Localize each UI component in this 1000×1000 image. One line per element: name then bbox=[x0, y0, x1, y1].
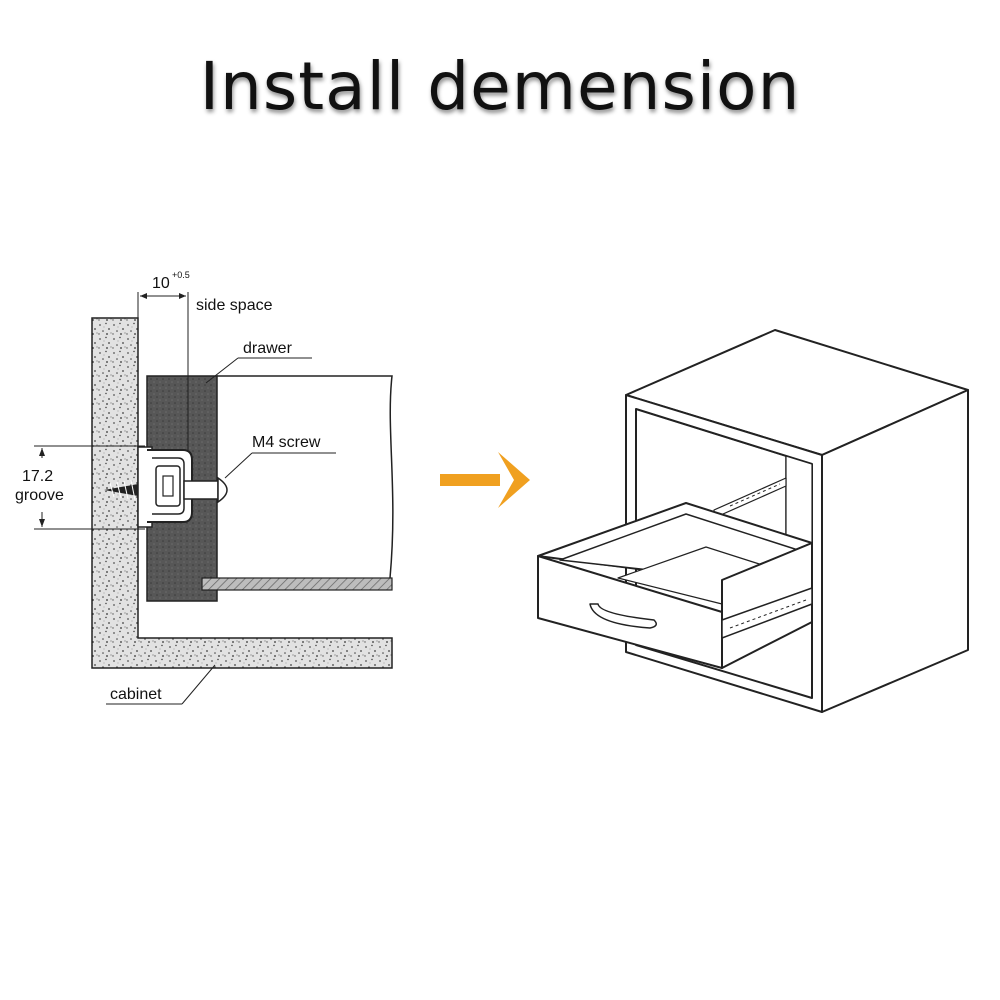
drawer-body bbox=[217, 375, 394, 579]
cabinet-illustration bbox=[537, 329, 969, 713]
m4-screw-label: M4 screw bbox=[252, 434, 321, 451]
side-space-tolerance: +0.5 bbox=[172, 270, 190, 280]
groove-value: 17.2 bbox=[22, 468, 53, 485]
side-space-value: 10 bbox=[152, 275, 170, 292]
drawer-bottom bbox=[201, 577, 393, 591]
slide-rail bbox=[137, 446, 193, 528]
m4-screw bbox=[183, 476, 228, 504]
cabinet-label: cabinet bbox=[110, 686, 162, 703]
page-title: Install demension bbox=[199, 48, 801, 125]
groove-label: groove bbox=[15, 487, 64, 504]
drawer-label: drawer bbox=[243, 340, 293, 357]
wood-screw bbox=[104, 479, 138, 501]
cross-section-diagram: 10 +0.5 side space drawer M4 screw 17.2 … bbox=[15, 270, 394, 705]
arrow-icon bbox=[440, 452, 530, 508]
side-space-label: side space bbox=[196, 297, 273, 314]
